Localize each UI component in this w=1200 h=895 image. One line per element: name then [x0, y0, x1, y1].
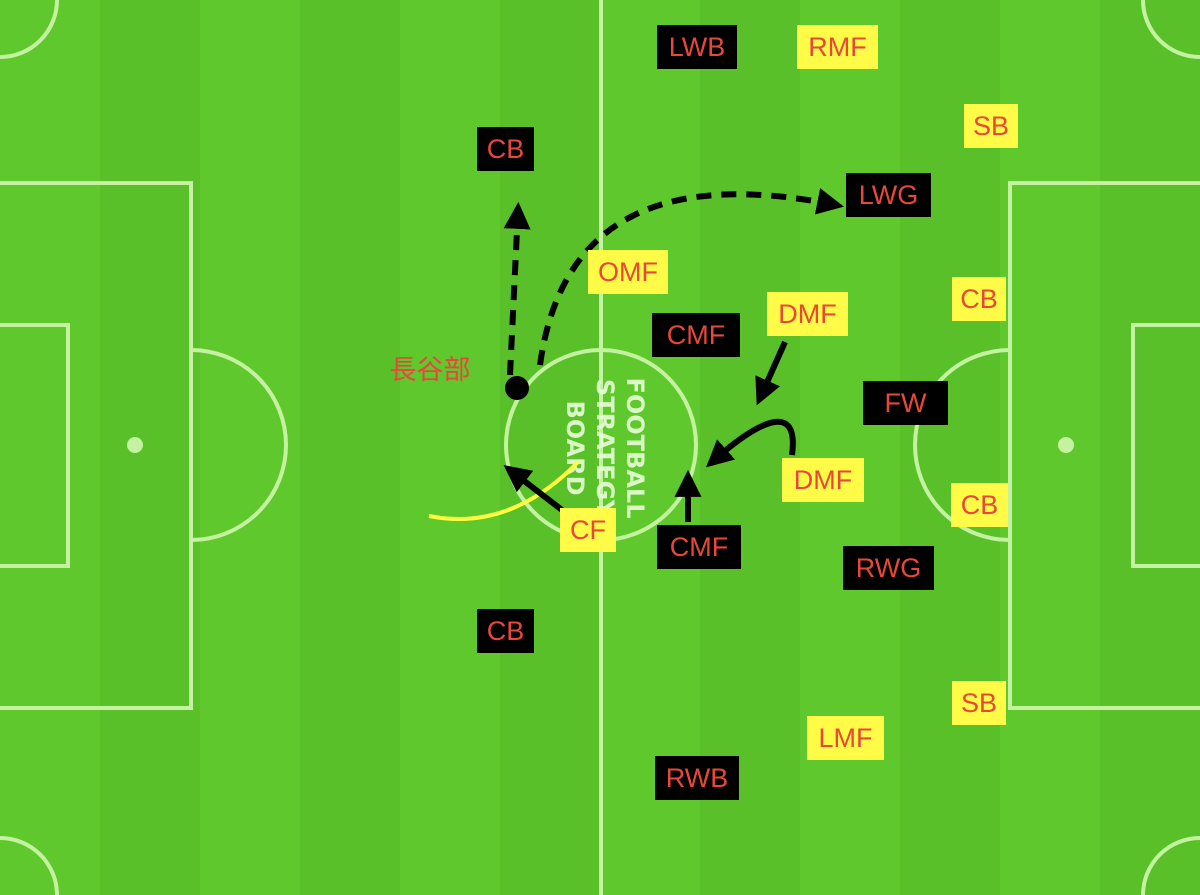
player-cf[interactable]: CF: [560, 508, 616, 552]
arrow-dmf-down: [755, 340, 788, 406]
right-goal-area: [1131, 323, 1200, 568]
player-cb-left-top[interactable]: CB: [477, 127, 534, 171]
watermark-line3: BOARD: [561, 400, 589, 495]
player-rwb[interactable]: RWB: [655, 756, 739, 800]
player-cmf-top[interactable]: CMF: [652, 313, 740, 357]
player-sb-bottom[interactable]: SB: [952, 681, 1006, 725]
player-rwg[interactable]: RWG: [843, 546, 934, 590]
player-hasebe[interactable]: 長谷部: [389, 354, 471, 385]
watermark: FOOTBALL STRATEGY BOARD: [561, 377, 649, 518]
player-lmf[interactable]: LMF: [807, 716, 884, 760]
player-rmf[interactable]: RMF: [797, 25, 878, 69]
corner-arc-top-left: [0, 0, 59, 59]
right-penalty-area: [1008, 181, 1200, 710]
watermark-line1: FOOTBALL: [621, 377, 649, 518]
left-penalty-spot: [127, 437, 143, 453]
corner-arc-bottom-right: [1141, 836, 1200, 895]
right-penalty-spot: [1058, 437, 1074, 453]
arrow-cf-press: [503, 465, 564, 513]
player-lwg[interactable]: LWG: [846, 173, 931, 217]
player-sb-top[interactable]: SB: [964, 104, 1018, 148]
player-cb-right-top[interactable]: CB: [952, 277, 1006, 321]
player-omf[interactable]: OMF: [588, 250, 668, 294]
player-dmf-top[interactable]: DMF: [767, 292, 848, 336]
pressing-line: [428, 460, 580, 521]
run-arrow-to-lwg: [537, 188, 844, 366]
corner-arc-bottom-left: [0, 836, 59, 895]
left-goal-area: [0, 323, 70, 568]
run-arrow-to-cb: [503, 201, 531, 376]
player-fw[interactable]: FW: [863, 381, 948, 425]
arrow-dmf-curve: [705, 418, 796, 468]
watermark-line2: STRATEGY: [591, 379, 619, 518]
player-cmf-bottom[interactable]: CMF: [657, 525, 741, 569]
player-dmf-mid[interactable]: DMF: [782, 458, 864, 502]
corner-arc-top-right: [1141, 0, 1200, 59]
left-penalty-arc: [190, 348, 288, 542]
ball-marker: [505, 376, 529, 400]
movement-arrows: [503, 188, 844, 522]
player-lwb[interactable]: LWB: [657, 25, 737, 69]
player-cb-right-mid[interactable]: CB: [951, 483, 1008, 527]
left-penalty-area: [0, 181, 193, 710]
right-penalty-arc: [913, 348, 1011, 542]
player-cb-left-bottom[interactable]: CB: [477, 609, 534, 653]
